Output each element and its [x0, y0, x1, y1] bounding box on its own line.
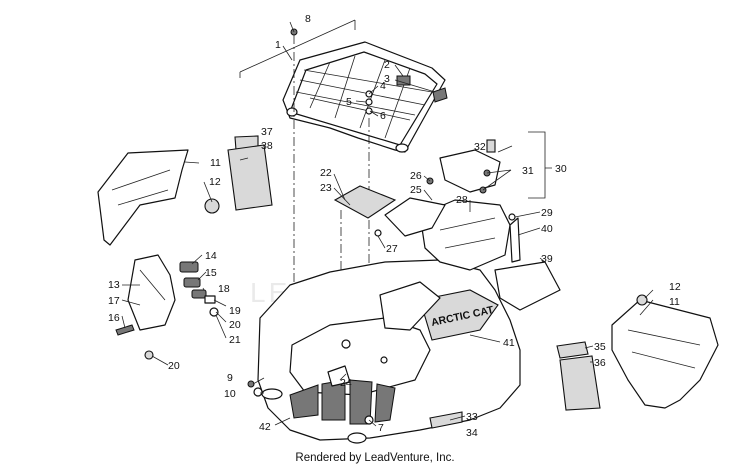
plate-22-23 — [333, 185, 397, 219]
left-flap-assembly — [115, 254, 219, 360]
callout-16: 16 — [108, 312, 120, 324]
callout-37: 37 — [261, 126, 273, 138]
callout-8: 8 — [305, 13, 311, 25]
callout-18: 18 — [218, 283, 230, 295]
callout-28: 28 — [456, 194, 468, 206]
callout-5: 5 — [346, 96, 352, 108]
bracket-30 — [528, 131, 552, 199]
callout-36: 36 — [594, 357, 606, 369]
callout-22: 22 — [320, 167, 332, 179]
callout-19: 19 — [229, 305, 241, 317]
callout-42: 42 — [259, 421, 271, 433]
callout-6: 6 — [380, 110, 386, 122]
callout-32: 32 — [474, 141, 486, 153]
callout-1: 1 — [275, 39, 281, 51]
callout-4: 4 — [380, 80, 386, 92]
callout-40: 40 — [541, 223, 553, 235]
callout-20-right: 20 — [229, 319, 241, 331]
callout-41: 41 — [503, 337, 515, 349]
callout-2: 2 — [384, 59, 390, 71]
callout-3: 3 — [384, 73, 390, 85]
callout-14: 14 — [205, 250, 217, 262]
callout-38: 38 — [261, 140, 273, 152]
callout-20-left: 20 — [168, 360, 180, 372]
callout-31: 31 — [522, 165, 534, 177]
screw-9 — [247, 380, 255, 388]
callout-11-left: 11 — [210, 157, 221, 169]
callout-27: 27 — [386, 243, 398, 255]
callout-23: 23 — [320, 182, 332, 194]
callout-10: 10 — [224, 388, 236, 400]
callout-13: 13 — [108, 279, 120, 291]
decals-37-38 — [227, 135, 273, 211]
callout-9: 9 — [227, 372, 233, 384]
center-bracket — [374, 177, 446, 237]
callouts: 8 1 2 3 4 5 6 37 38 11 12 22 23 26 25 27… — [108, 13, 681, 439]
callout-26: 26 — [410, 170, 422, 182]
callout-25: 25 — [410, 184, 422, 196]
right-side-parts — [429, 213, 561, 429]
front-fender: ARCTIC CAT — [257, 259, 521, 444]
callout-30: 30 — [555, 163, 567, 175]
callout-33: 33 — [466, 411, 478, 423]
washer-10 — [253, 387, 263, 397]
callout-34: 34 — [466, 427, 478, 439]
footer-credit: Rendered by LeadVenture, Inc. — [295, 452, 455, 464]
callout-7: 7 — [378, 422, 384, 434]
callout-24: 24 — [340, 377, 352, 389]
callout-11-right: 11 — [669, 296, 680, 308]
storage-lid — [439, 139, 501, 194]
callout-39: 39 — [541, 253, 553, 265]
callout-35: 35 — [594, 341, 606, 353]
left-side-panel — [97, 149, 220, 246]
callout-17: 17 — [108, 295, 120, 307]
callout-15: 15 — [205, 267, 217, 279]
callout-12-right: 12 — [669, 281, 681, 293]
bracket-1 — [239, 19, 356, 73]
front-rack — [282, 41, 446, 153]
callout-29: 29 — [541, 207, 553, 219]
leader-lines — [121, 21, 654, 427]
callout-12-left: 12 — [209, 176, 221, 188]
callout-21: 21 — [229, 334, 241, 346]
right-side-panel — [556, 294, 719, 411]
